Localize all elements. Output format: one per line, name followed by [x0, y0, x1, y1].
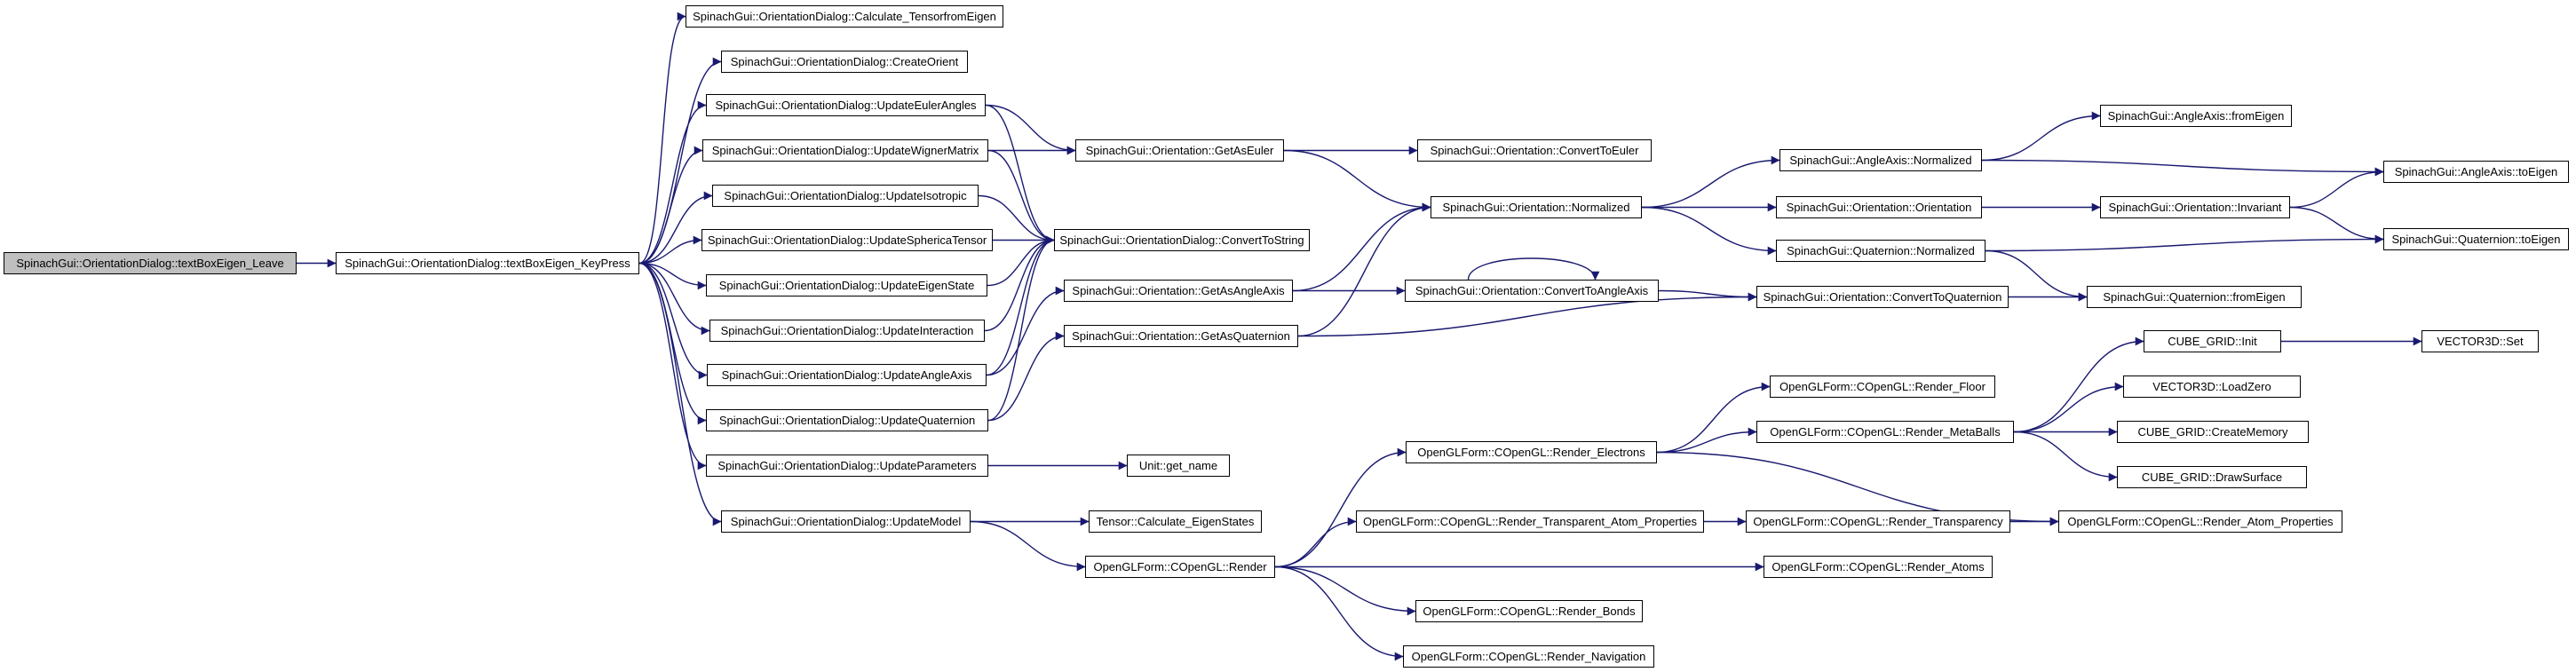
- edge-keypress-to-upd-model: [638, 262, 722, 526]
- edge-r-metaballs-to-cg-drawsurface: [2013, 431, 2118, 482]
- edge-keypress-to-upd-euler: [638, 100, 707, 265]
- edge-keypress-to-upd-wigner: [638, 146, 703, 265]
- node-r-nav[interactable]: OpenGLForm::COpenGL::Render_Navigation: [1403, 645, 1654, 668]
- edge-keypress-to-upd-params: [638, 262, 707, 470]
- node-get-quat[interactable]: SpinachGui::Orientation::GetAsQuaternion: [1064, 325, 1298, 347]
- edge-conv-angleaxis-to-conv-quat: [1658, 289, 1757, 302]
- edge-r-metaballs-to-v-loadzero: [2013, 382, 2124, 433]
- edge-upd-quat-to-get-quat: [987, 331, 1065, 422]
- edge-upd-euler-to-convert-str: [985, 104, 1055, 245]
- edge-keypress-to-upd-inter: [638, 262, 710, 336]
- node-o-invariant[interactable]: SpinachGui::Orientation::Invariant: [2100, 196, 2290, 218]
- node-upd-model[interactable]: SpinachGui::OrientationDialog::UpdateMod…: [721, 510, 971, 533]
- edge-q-normalized-to-q-fromeigen: [1985, 249, 2088, 302]
- edge-render-to-r-electrons: [1274, 447, 1407, 568]
- edge-upd-iso-to-convert-str: [978, 194, 1055, 245]
- edge-r-electrons-to-r-floor: [1656, 382, 1771, 454]
- node-upd-sph[interactable]: SpinachGui::OrientationDialog::UpdateSph…: [701, 229, 993, 251]
- edge-get-quat-to-conv-quat: [1297, 292, 1757, 337]
- edge-upd-quat-to-convert-str: [987, 235, 1055, 422]
- node-leave[interactable]: SpinachGui::OrientationDialog::textBoxEi…: [4, 252, 297, 274]
- node-r-bonds[interactable]: OpenGLForm::COpenGL::Render_Bonds: [1415, 600, 1643, 622]
- node-keypress[interactable]: SpinachGui::OrientationDialog::textBoxEi…: [336, 252, 639, 274]
- edge-render-to-r-bonds: [1274, 565, 1416, 616]
- node-r-atoms[interactable]: OpenGLForm::COpenGL::Render_Atoms: [1764, 556, 1993, 578]
- node-calc-tensor[interactable]: SpinachGui::OrientationDialog::Calculate…: [686, 5, 1003, 28]
- node-q-toeigen[interactable]: SpinachGui::Quaternion::toEigen: [2383, 228, 2569, 250]
- edge-r-electrons-to-r-metaballs: [1656, 427, 1757, 454]
- node-conv-euler[interactable]: SpinachGui::Orientation::ConvertToEuler: [1417, 139, 1652, 162]
- edge-aa-normalized-to-aa-fromeigen: [1981, 111, 2101, 162]
- node-convert-str[interactable]: SpinachGui::OrientationDialog::ConvertTo…: [1054, 229, 1310, 251]
- node-upd-inter[interactable]: SpinachGui::OrientationDialog::UpdateInt…: [709, 320, 985, 342]
- edge-o-invariant-to-aa-toeigen: [2289, 167, 2384, 209]
- edge-upd-angle-to-convert-str: [986, 235, 1055, 376]
- node-upd-iso[interactable]: SpinachGui::OrientationDialog::UpdateIso…: [712, 185, 979, 207]
- node-conv-quat[interactable]: SpinachGui::Orientation::ConvertToQuater…: [1756, 286, 2009, 308]
- edge-conv-angleaxis-to-conv-angleaxis: [1467, 257, 1600, 281]
- node-get-euler[interactable]: SpinachGui::Orientation::GetAsEuler: [1075, 139, 1284, 162]
- node-aa-normalized[interactable]: SpinachGui::AngleAxis::Normalized: [1779, 149, 1982, 171]
- node-upd-wigner[interactable]: SpinachGui::OrientationDialog::UpdateWig…: [702, 139, 988, 162]
- node-aa-toeigen[interactable]: SpinachGui::AngleAxis::toEigen: [2383, 161, 2569, 183]
- edge-keypress-to-upd-eigen: [638, 262, 707, 290]
- node-upd-quat[interactable]: SpinachGui::OrientationDialog::UpdateQua…: [706, 409, 988, 431]
- edge-keypress-to-upd-sph: [638, 235, 702, 265]
- node-r-transparency[interactable]: OpenGLForm::COpenGL::Render_Transparency: [1746, 510, 2010, 533]
- edge-upd-model-to-render: [970, 520, 1086, 572]
- edge-upd-wigner-to-convert-str: [987, 149, 1055, 245]
- node-upd-euler[interactable]: SpinachGui::OrientationDialog::UpdateEul…: [706, 94, 986, 116]
- edge-keypress-to-upd-quat: [638, 262, 707, 425]
- node-upd-eigen[interactable]: SpinachGui::OrientationDialog::UpdateEig…: [706, 274, 987, 296]
- node-o-normalized[interactable]: SpinachGui::Orientation::Normalized: [1431, 196, 1642, 218]
- node-upd-angle[interactable]: SpinachGui::OrientationDialog::UpdateAng…: [707, 364, 987, 386]
- edge-upd-eigen-to-convert-str: [987, 235, 1055, 287]
- node-conv-angleaxis[interactable]: SpinachGui::Orientation::ConvertToAngleA…: [1405, 280, 1659, 302]
- edge-get-angleaxis-to-o-normalized: [1292, 202, 1431, 292]
- node-r-trans-atom[interactable]: OpenGLForm::COpenGL::Render_Transparent_…: [1356, 510, 1704, 533]
- edge-render-to-r-nav: [1274, 565, 1404, 661]
- edge-keypress-to-upd-iso: [638, 191, 713, 265]
- edge-keypress-to-calc-tensor: [638, 12, 686, 265]
- edge-r-metaballs-to-cg-init: [2013, 336, 2144, 433]
- node-q-normalized[interactable]: SpinachGui::Quaternion::Normalized: [1776, 240, 1986, 262]
- edge-q-normalized-to-q-toeigen: [1985, 234, 2384, 252]
- edge-get-quat-to-o-normalized: [1297, 202, 1431, 337]
- node-aa-fromeigen[interactable]: SpinachGui::AngleAxis::fromEigen: [2100, 105, 2292, 127]
- edge-o-normalized-to-q-normalized: [1641, 206, 1777, 256]
- node-render[interactable]: OpenGLForm::COpenGL::Render: [1085, 556, 1275, 578]
- node-o-orientation[interactable]: SpinachGui::Orientation::Orientation: [1776, 196, 1982, 218]
- edge-get-euler-to-o-normalized: [1283, 149, 1431, 212]
- edge-upd-inter-to-convert-str: [984, 235, 1055, 332]
- edge-upd-euler-to-get-euler: [985, 104, 1076, 155]
- node-r-electrons[interactable]: OpenGLForm::COpenGL::Render_Electrons: [1406, 441, 1657, 463]
- node-get-name[interactable]: Unit::get_name: [1127, 455, 1230, 477]
- node-cg-creatememory[interactable]: CUBE_GRID::CreateMemory: [2117, 421, 2309, 443]
- edge-upd-angle-to-get-angleaxis: [986, 286, 1065, 376]
- node-create-orient[interactable]: SpinachGui::OrientationDialog::CreateOri…: [721, 51, 968, 73]
- node-v-set[interactable]: VECTOR3D::Set: [2421, 330, 2539, 352]
- node-r-atom-props[interactable]: OpenGLForm::COpenGL::Render_Atom_Propert…: [2058, 510, 2342, 533]
- node-cg-init[interactable]: CUBE_GRID::Init: [2144, 330, 2281, 352]
- node-r-floor[interactable]: OpenGLForm::COpenGL::Render_Floor: [1770, 376, 1995, 398]
- edge-o-normalized-to-aa-normalized: [1641, 155, 1780, 209]
- node-r-metaballs[interactable]: OpenGLForm::COpenGL::Render_MetaBalls: [1756, 421, 2014, 443]
- node-v-loadzero[interactable]: VECTOR3D::LoadZero: [2123, 376, 2301, 398]
- node-get-angleaxis[interactable]: SpinachGui::Orientation::GetAsAngleAxis: [1064, 280, 1293, 302]
- node-calc-eigen[interactable]: Tensor::Calculate_EigenStates: [1089, 510, 1262, 533]
- edge-o-invariant-to-q-toeigen: [2289, 206, 2384, 244]
- edge-render-to-r-trans-atom: [1274, 517, 1357, 568]
- node-upd-params[interactable]: SpinachGui::OrientationDialog::UpdatePar…: [706, 455, 988, 477]
- node-cg-drawsurface[interactable]: CUBE_GRID::DrawSurface: [2117, 466, 2307, 488]
- node-q-fromeigen[interactable]: SpinachGui::Quaternion::fromEigen: [2087, 286, 2302, 308]
- edge-keypress-to-upd-angle: [638, 262, 708, 380]
- edge-aa-normalized-to-aa-toeigen: [1981, 159, 2384, 177]
